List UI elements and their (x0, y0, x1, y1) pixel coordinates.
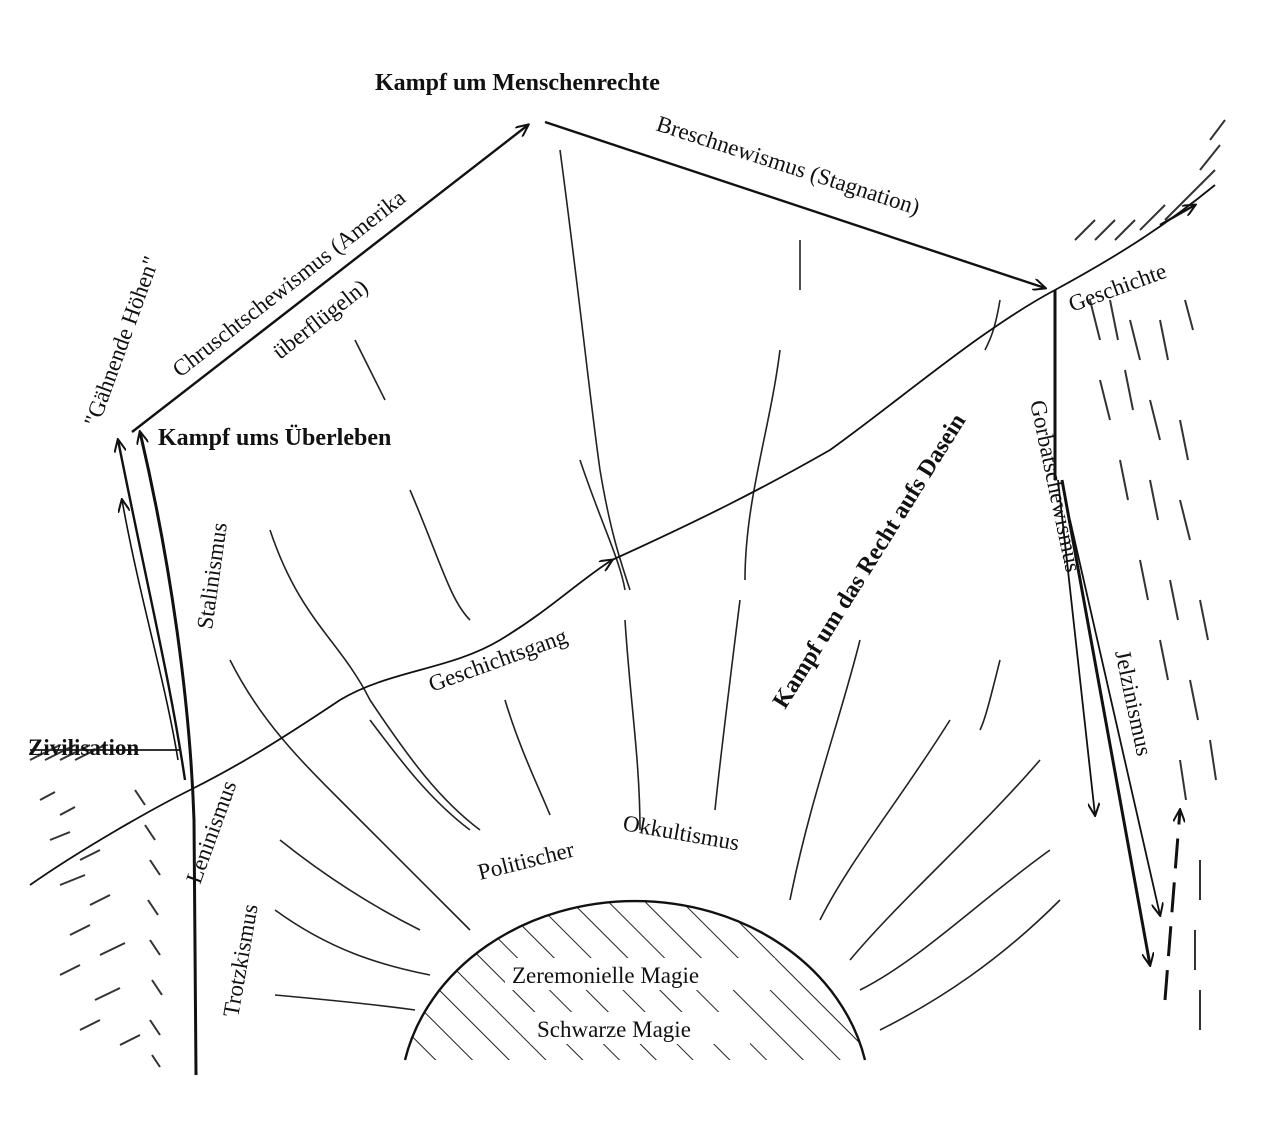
label-human-rights: Kampf um Menschenrechte (375, 70, 660, 96)
label-black-magic: Schwarze Magie (537, 1017, 691, 1042)
label-history: Geschichte (1065, 258, 1170, 316)
label-gorbachevism: Gorbatschewismus (1025, 398, 1086, 574)
label-ceremonial-magic: Zeremonielle Magie (512, 963, 699, 988)
right-hatching (1074, 119, 1226, 1030)
label-yeltsinism: Jelzinismus (1110, 648, 1157, 758)
label-trotskyism: Trotzkismus (218, 902, 262, 1019)
label-right-to-exist: Kampf um das Recht aufs Dasein (768, 409, 971, 713)
label-leninism: Leninismus (181, 777, 241, 886)
label-civilization: Zivilisation (28, 735, 139, 760)
label-stalinism: Stalinismus (192, 521, 232, 631)
label-yawning-heights: "Gähnende Höhen" (79, 253, 164, 430)
main-path (29, 120, 1216, 1076)
left-hatching (29, 744, 180, 1068)
label-course-of-history: Geschichtsgang (425, 623, 571, 696)
label-political: Politischer (475, 837, 577, 885)
radiating-lines (229, 149, 1061, 1031)
label-survival: Kampf ums Überleben (158, 425, 391, 451)
label-occultism: Okkultismus (621, 810, 741, 855)
